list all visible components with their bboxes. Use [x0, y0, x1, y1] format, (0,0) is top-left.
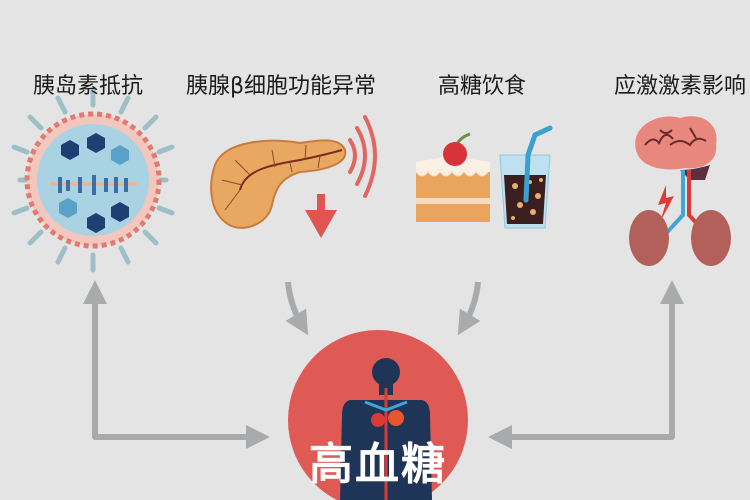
arrow-left-loop	[83, 280, 270, 449]
arrow-pancreas-down	[285, 281, 309, 336]
human-body-icon	[288, 330, 468, 500]
cause-label-insulin-resistance: 胰岛素抵抗	[32, 74, 144, 99]
arrow-right-loop	[488, 280, 684, 449]
cause-label-high-sugar-diet: 高糖饮食	[437, 74, 527, 99]
insulin-cell-icon	[11, 87, 175, 273]
pancreas-icon	[210, 115, 377, 238]
cause-label-beta-cell-dysfunction: 胰腺β细胞功能异常	[185, 74, 377, 99]
down-arrow-icon	[317, 194, 325, 210]
cause-label-stress-hormones: 应激激素影响	[613, 74, 747, 99]
arrow-diet-down	[457, 281, 481, 336]
result-label-hyperglycemia: 高血糖	[309, 439, 447, 490]
cake-and-soda-icon	[415, 125, 553, 229]
brain-adrenal-icon	[629, 116, 731, 266]
